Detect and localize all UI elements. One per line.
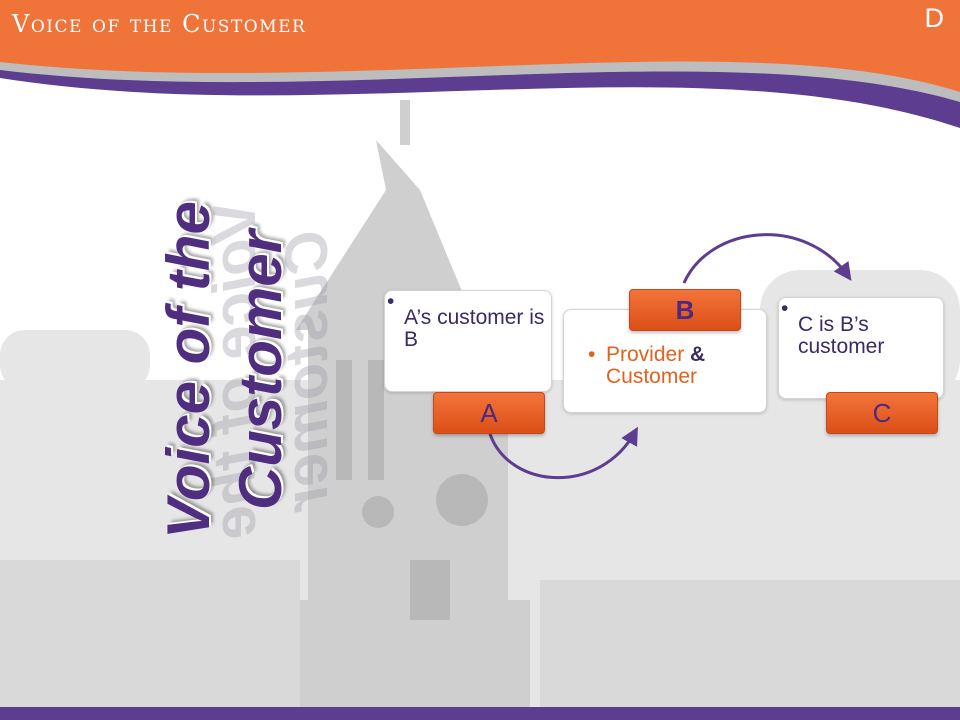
box-b-bullet: Provider & Customer <box>564 344 766 388</box>
header-title: Voice of the Customer <box>12 10 307 38</box>
box-a: A’s customer is B <box>384 290 552 392</box>
tag-a: A <box>433 392 545 434</box>
tag-c: C <box>826 392 938 434</box>
header-banner <box>0 0 960 128</box>
box-a-bullet: A’s customer is B <box>385 291 551 351</box>
side-title-line1: Voice of the <box>155 201 222 539</box>
tag-b: B <box>629 289 741 331</box>
side-title: Voice of the Customer Voice of the Custo… <box>105 200 345 540</box>
box-b-text-customer: Customer <box>606 365 698 388</box>
box-b-ampersand: & <box>690 343 706 366</box>
box-b-text-provider: Provider <box>606 343 691 366</box>
header-corner-letter: D <box>924 3 945 33</box>
side-title-text: Voice of the Customer <box>153 201 297 539</box>
box-c: C is B’s customer <box>778 297 944 399</box>
side-title-line2: Customer <box>227 229 294 511</box>
bottom-bar <box>0 707 960 720</box>
box-c-bullet: C is B’s customer <box>779 298 943 358</box>
